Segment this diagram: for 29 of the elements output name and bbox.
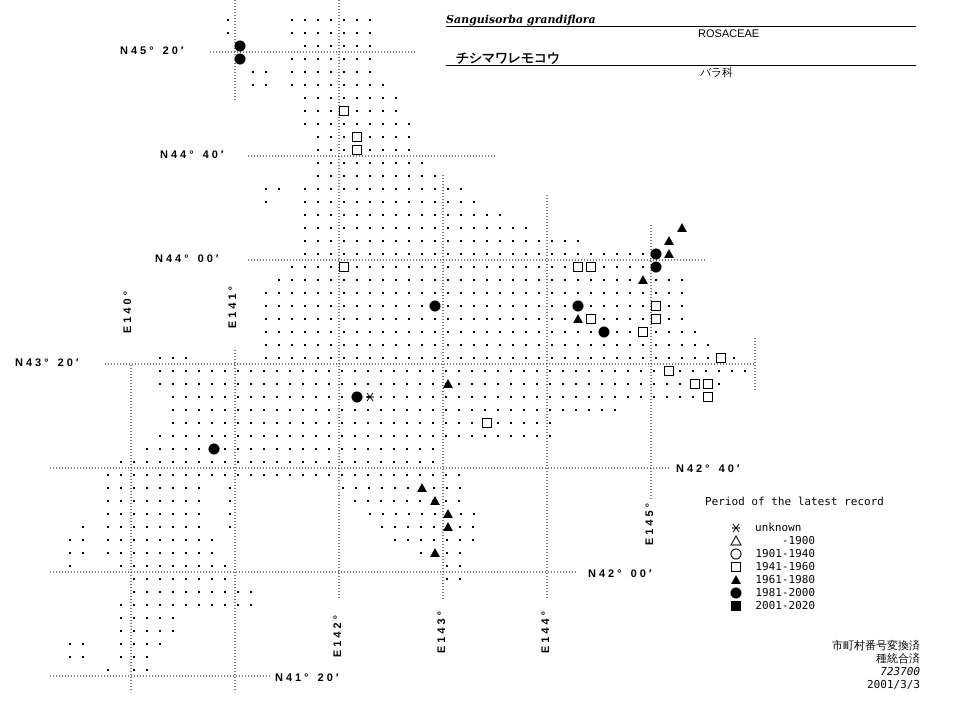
legend-label: -1900 [780, 535, 815, 546]
longitude-label: E140° [123, 288, 134, 334]
japanese-family-name: バラ科 [700, 67, 733, 78]
longitude-label: E141° [228, 283, 239, 328]
latitude-label: N41° 20′ [275, 673, 342, 684]
family-name: ROSACEAE [698, 29, 760, 40]
latitude-label: N44° 40′ [160, 150, 227, 161]
note-text: 市町村番号変換済 [831, 640, 920, 651]
species-name: Sanguisorba grandiflora [446, 14, 596, 25]
latitude-label: N42° 00′ [588, 569, 655, 580]
legend-label: 1941-1960 [755, 561, 815, 572]
latitude-label: N44° 00′ [155, 254, 222, 265]
longitude-label: E144° [541, 608, 552, 654]
longitude-label: E142° [333, 612, 344, 658]
legend-heading: Period of the latest record [705, 496, 884, 507]
legend-label: 1961-1980 [755, 574, 815, 585]
longitude-label: E143° [437, 608, 448, 654]
longitude-label: E145° [645, 500, 656, 546]
note-text: 723700 [879, 666, 920, 677]
note-text: 2001/3/3 [866, 679, 920, 690]
latitude-label: N42° 40′ [676, 464, 743, 475]
legend-label: 1901-1940 [755, 548, 815, 559]
japanese-name: チシマワレモコウ [456, 52, 560, 65]
legend-label: 1981-2000 [755, 587, 815, 598]
note-text: 種統合済 [875, 653, 920, 664]
latitude-label: N43° 20′ [15, 358, 82, 369]
legend-label: unknown [755, 522, 802, 533]
legend-label: 2001-2020 [755, 600, 815, 611]
latitude-label: N45° 20′ [120, 46, 187, 57]
